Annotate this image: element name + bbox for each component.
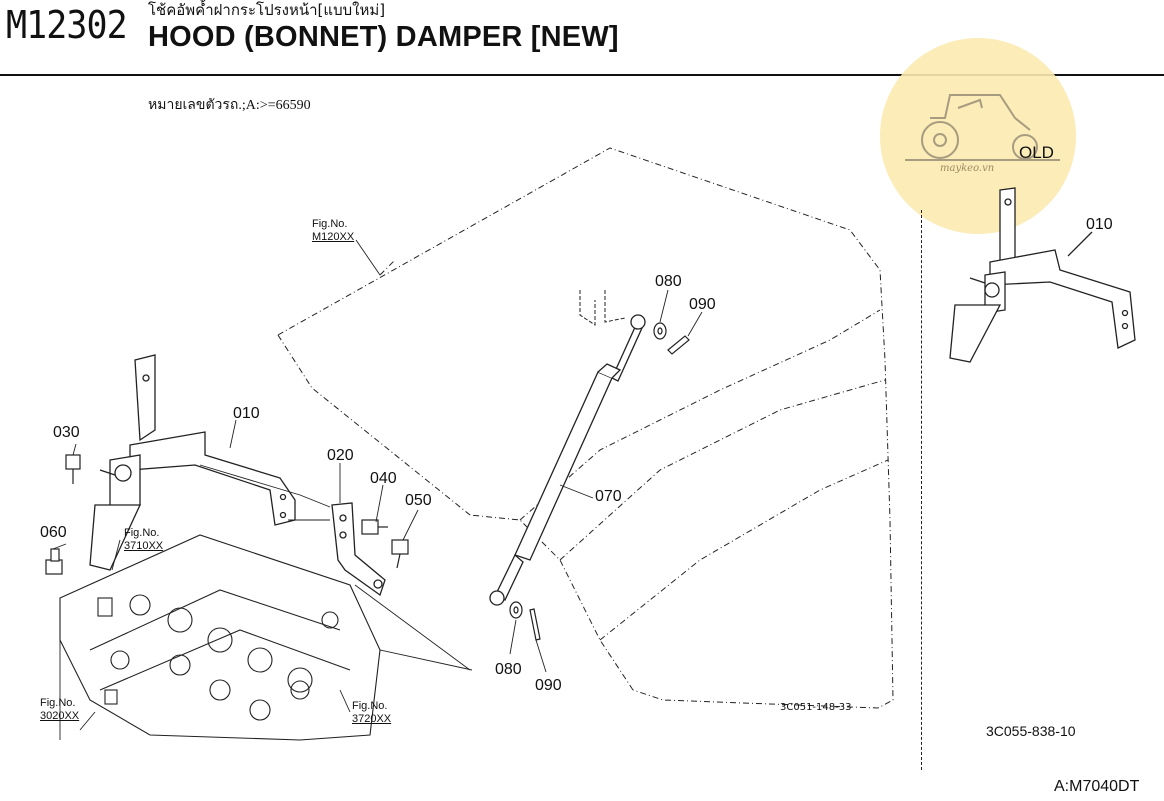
- fig-ref-3020[interactable]: Fig.No. 3020XX: [40, 697, 79, 722]
- page-title: HOOD (BONNET) DAMPER [NEW]: [148, 21, 619, 53]
- fig-ref-m120[interactable]: Fig.No. M120XX: [312, 218, 354, 243]
- model-code: A:M7040DT: [1054, 778, 1140, 795]
- fig-ref-number: 3020XX: [40, 709, 80, 722]
- leader-lines: [52, 239, 703, 731]
- callout-090-bottom: 090: [535, 677, 562, 694]
- part-group-code: M12302: [6, 3, 128, 47]
- engine-cylinder-head: [59, 534, 381, 741]
- old-label: OLD: [1019, 143, 1054, 162]
- fig-ref-label: Fig.No.: [40, 697, 76, 709]
- watermark-logo: [880, 38, 1076, 234]
- callout-090-top: 090: [689, 296, 716, 313]
- old-new-divider: [921, 210, 922, 770]
- tractor-watermark-icon: [905, 94, 1060, 161]
- page-title-thai: โช้คอัพค้ำฝากระโปรงหน้า[แบบใหม่]: [148, 1, 386, 19]
- fig-ref-label: Fig.No.: [352, 700, 388, 712]
- clip-090-bottom: [529, 608, 541, 641]
- fig-ref-number: 3720XX: [352, 712, 392, 725]
- watermark-text: maykeo.vn: [940, 163, 995, 174]
- header-rule: [0, 74, 1164, 76]
- gas-damper-070: [489, 314, 646, 606]
- serial-note: หมายเลขตัวรถ.;A:>=66590: [148, 98, 311, 113]
- callout-070: 070: [595, 488, 622, 505]
- callout-020: 020: [327, 447, 354, 464]
- fig-ref-number: 3710XX: [124, 539, 164, 552]
- fig-ref-label: Fig.No.: [312, 218, 348, 230]
- fig-ref-3720[interactable]: Fig.No. 3720XX: [352, 700, 391, 725]
- washer-080-top: [653, 322, 667, 340]
- fig-ref-3710[interactable]: Fig.No. 3710XX: [124, 527, 163, 552]
- callout-080-bottom: 080: [495, 661, 522, 678]
- callout-030: 030: [53, 424, 80, 441]
- stay-020: [331, 502, 386, 597]
- bolt-040: [361, 519, 388, 535]
- upper-mount-bracket: [579, 290, 626, 326]
- hood-outline: [277, 147, 894, 709]
- callout-010-old: 010: [1086, 216, 1113, 233]
- washer-080-bottom: [509, 601, 523, 619]
- bolt-030: [65, 454, 81, 484]
- bolt-060: [45, 548, 63, 575]
- fig-ref-number: M120XX: [312, 230, 355, 243]
- bolt-050: [391, 539, 409, 569]
- clip-090-top: [667, 335, 690, 355]
- callout-010: 010: [233, 405, 260, 422]
- callout-060: 060: [40, 524, 67, 541]
- bracket-010-old: [949, 187, 1136, 363]
- callout-080-top: 080: [655, 273, 682, 290]
- callout-040: 040: [370, 470, 397, 487]
- machine-edge-lines: [59, 598, 473, 740]
- fig-ref-label: Fig.No.: [124, 527, 160, 539]
- callout-050: 050: [405, 492, 432, 509]
- illustration-code-left: 3C051-148-33: [780, 702, 852, 713]
- illustration-code-right: 3C055-838-10: [986, 723, 1076, 739]
- bracket-010: [89, 354, 296, 571]
